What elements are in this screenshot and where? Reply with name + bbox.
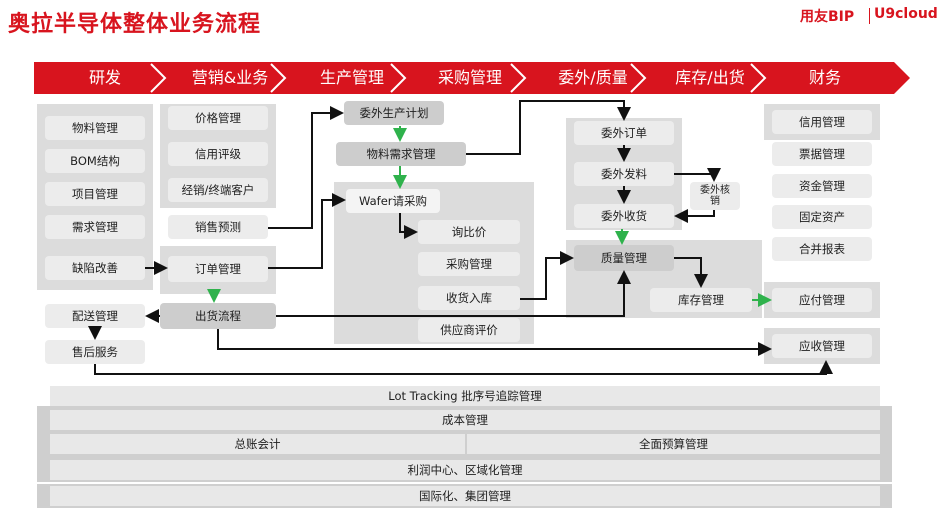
page-title: 奥拉半导体整体业务流程 — [8, 12, 262, 37]
material-mgmt-box: 物料管理 — [45, 116, 145, 140]
stage-sales: 营销&业务 — [191, 68, 269, 87]
profit-center-bar: 利润中心、区域化管理 — [50, 460, 880, 480]
inventory-mgmt-box: 库存管理 — [650, 288, 752, 312]
price-mgmt-box: 价格管理 — [168, 106, 268, 130]
wafer-request-box: Wafer请采购 — [346, 189, 440, 213]
delivery-mgmt-box: 配送管理 — [45, 304, 145, 328]
stage-production: 生产管理 — [319, 68, 384, 87]
budget-mgmt-bar: 全面预算管理 — [467, 434, 880, 454]
consolidated-report-box: 合并报表 — [772, 237, 872, 261]
bill-mgmt-box: 票据管理 — [772, 142, 872, 166]
fund-mgmt-box: 资金管理 — [772, 174, 872, 198]
general-ledger-bar: 总账会计 — [50, 434, 465, 454]
lot-tracking-bar: Lot Tracking 批序号追踪管理 — [50, 386, 880, 406]
logo-divider — [869, 8, 870, 24]
receivable-mgmt-box: 应收管理 — [772, 334, 872, 358]
shipment-flow-box: 出货流程 — [160, 303, 276, 329]
stage-outsourcing: 委外/质量 — [558, 68, 628, 87]
goods-receipt-box: 收货入库 — [418, 286, 520, 310]
stage-finance: 财务 — [808, 68, 841, 87]
sales-forecast-box: 销售预测 — [168, 215, 268, 239]
credit-rating-box: 信用评级 — [168, 142, 268, 166]
outsource-receipt-box: 委外收货 — [574, 204, 674, 228]
material-requirement-box: 物料需求管理 — [336, 142, 466, 166]
credit-mgmt-box: 信用管理 — [772, 110, 872, 134]
project-mgmt-box: 项目管理 — [45, 182, 145, 206]
yonyou-bip-logo: 用友BIP — [800, 9, 855, 25]
aftersales-box: 售后服务 — [45, 340, 145, 364]
supplier-evaluation-box: 供应商评价 — [418, 318, 520, 342]
u9cloud-logo: U9cloud — [874, 6, 938, 22]
distributor-customer-box: 经销/终端客户 — [168, 178, 268, 202]
order-mgmt-box: 订单管理 — [168, 256, 268, 282]
bom-box: BOM结构 — [45, 149, 145, 173]
group-mgmt-bar: 国际化、集团管理 — [50, 486, 880, 506]
outsource-plan-box: 委外生产计划 — [344, 101, 444, 125]
quality-mgmt-box: 质量管理 — [574, 245, 674, 271]
stage-band — [34, 62, 910, 94]
stage-rd: 研发 — [88, 68, 121, 87]
purchase-mgmt-box: 采购管理 — [418, 252, 520, 276]
outsource-order-box: 委外订单 — [574, 121, 674, 145]
inquiry-box: 询比价 — [418, 220, 520, 244]
stage-purchasing: 采购管理 — [437, 68, 502, 87]
outsource-issue-box: 委外发料 — [574, 162, 674, 186]
outsource-writeoff-box: 委外核销 — [690, 182, 740, 210]
cost-mgmt-bar: 成本管理 — [50, 410, 880, 430]
demand-mgmt-box: 需求管理 — [45, 215, 145, 239]
defect-improvement-box: 缺陷改善 — [45, 256, 145, 280]
fixed-asset-box: 固定资产 — [772, 205, 872, 229]
stage-inventory: 库存/出货 — [675, 68, 745, 87]
payable-mgmt-box: 应付管理 — [772, 288, 872, 312]
